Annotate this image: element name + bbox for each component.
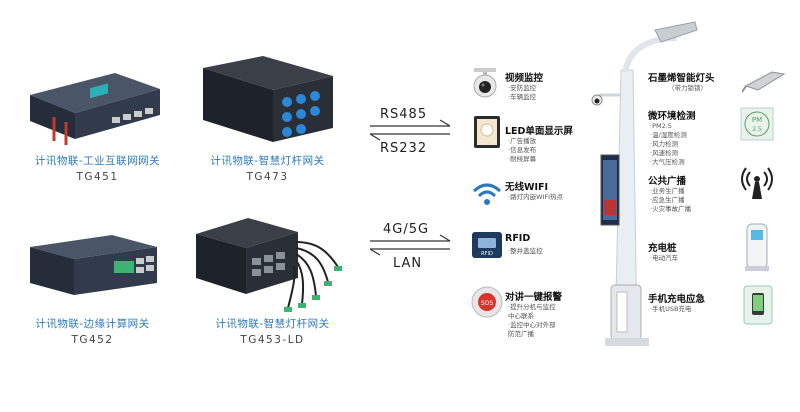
- device-name: 计讯物联-边缘计算网关: [35, 318, 150, 330]
- feature-items: ·广告播放·信息发布·耐候屏幕: [508, 137, 537, 163]
- feature-items: ·提升分机与监控中心联系 ·监控中心对外部防范广播: [508, 303, 556, 338]
- feature-title: LED单面显示屏: [505, 126, 573, 137]
- feature-title: 无线WIFI: [505, 182, 549, 193]
- feature-title: 手机充电应急: [648, 294, 706, 305]
- smart-light-pole-illustration: [591, 21, 698, 346]
- device-tg473-image: [193, 50, 343, 150]
- pm25-sensor-icon: PM 2.5: [740, 107, 774, 141]
- lamp-head-icon: [742, 71, 786, 93]
- bidirectional-arrow-icon: [369, 234, 451, 256]
- wifi-icon: [472, 183, 502, 205]
- pm-icon-number: 2.5: [752, 126, 762, 133]
- feature-items: ·安防监控·车辆监控: [508, 84, 537, 101]
- interface-bottom-label-2: LAN: [393, 256, 423, 271]
- feature-items: ·整井盖监控: [508, 247, 543, 255]
- sos-icon-label: SOS: [481, 300, 494, 307]
- feature-items: ·路灯内嵌WIFI热点: [508, 193, 564, 201]
- phone-charge-icon: [743, 285, 773, 325]
- feature-items: ·业务生广播·应急生广播·火灾事故广播: [650, 187, 692, 213]
- device-model: TG451: [76, 171, 119, 183]
- feature-items: （带力锁锁）: [668, 84, 707, 92]
- device-name: 计讯物联-智慧灯杆网关: [215, 318, 330, 330]
- device-tg453-ld-image: [188, 212, 358, 314]
- sos-button-icon: SOS: [471, 286, 503, 318]
- feature-title: 充电桩: [648, 243, 677, 254]
- feature-title: 石墨烯智能灯头: [648, 73, 715, 84]
- device-tg452-image: [22, 225, 162, 305]
- bidirectional-arrow-icon: [369, 119, 451, 141]
- led-display-icon: [474, 116, 500, 148]
- interface-bottom-label-1: 4G/5G: [383, 222, 430, 237]
- broadcast-icon: [741, 167, 773, 199]
- feature-title: 对讲一键报警: [505, 292, 563, 303]
- device-model: TG473: [246, 171, 289, 183]
- feature-title: 公共广播: [648, 176, 687, 187]
- device-name: 计讯物联-工业互联网网关: [34, 155, 161, 167]
- feature-items: ·手机USB充电: [650, 305, 692, 313]
- interface-top-label-1: RS485: [380, 107, 428, 122]
- feature-title: RFID: [505, 233, 531, 244]
- rfid-icon-label: RFID: [481, 251, 493, 257]
- device-tg451-image: [20, 55, 170, 147]
- security-camera-icon: [473, 68, 497, 98]
- feature-title: 视频监控: [505, 73, 544, 84]
- device-name: 计讯物联-智慧灯杆网关: [210, 155, 325, 167]
- feature-items: ·电动汽车: [650, 254, 679, 262]
- charging-pile-icon: [745, 223, 769, 271]
- pm-icon-label: PM: [752, 116, 762, 124]
- device-model: TG452: [71, 334, 114, 346]
- interface-top-label-2: RS232: [380, 141, 428, 156]
- device-model: TG453-LD: [240, 334, 305, 346]
- feature-items: ·PM2.5·温/湿度检测 ·风力检测·风速检测 ·大气压检测: [650, 122, 687, 166]
- feature-title: 微环境检测: [648, 111, 696, 122]
- rfid-icon: RFID: [472, 232, 502, 258]
